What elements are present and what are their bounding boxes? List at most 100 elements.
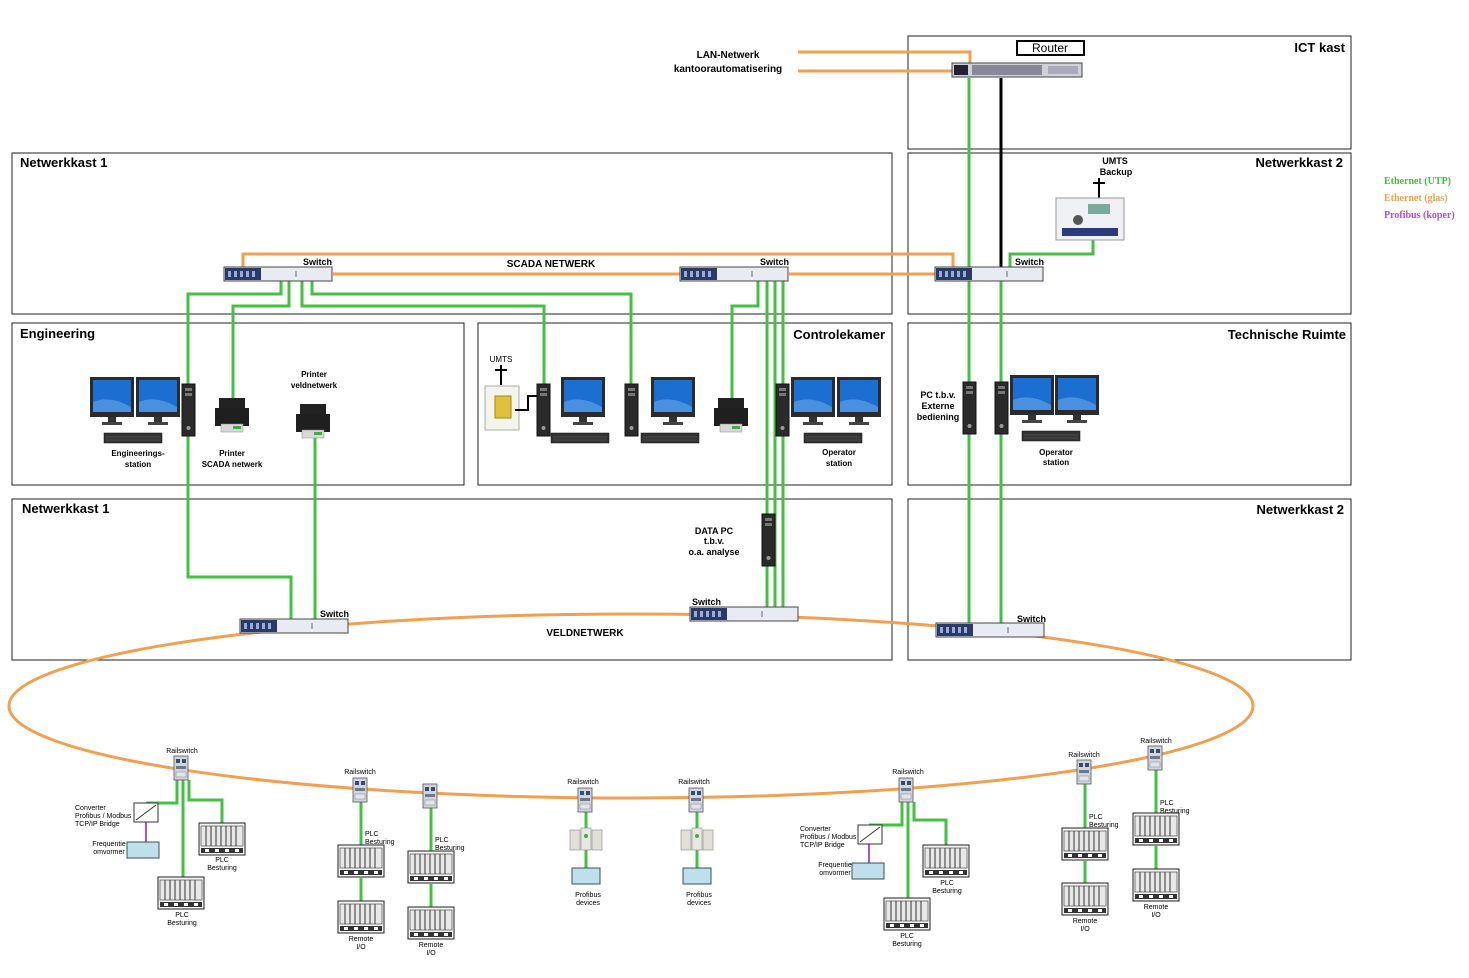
switch-label: Switch — [692, 597, 721, 607]
profibus-device-icon — [682, 867, 712, 885]
umts-backup-label-1: UMTS — [1102, 156, 1128, 166]
legend-utp: Ethernet (UTP) — [1384, 176, 1451, 187]
veldnetwerk-ring — [7, 612, 1255, 800]
plc-label-1: PLC — [365, 831, 379, 838]
eng-station-label-1: Engineerings- — [111, 449, 165, 458]
pc-tower-icon — [761, 513, 776, 567]
plc-label-2: Besturing — [365, 839, 395, 846]
plc-icon — [1061, 827, 1109, 861]
remote-io-icon — [407, 906, 455, 940]
technische-ruimte-title: Technische Ruimte — [1228, 327, 1346, 342]
pc-tower-icon — [181, 383, 196, 437]
converter-label-1: Converter — [800, 826, 831, 833]
printer-veld-label-1: Printer — [301, 370, 327, 379]
ict-box-title: ICT kast — [1294, 40, 1345, 55]
operator-label-2: station — [826, 459, 852, 468]
controlekamer-box — [477, 322, 893, 486]
railswitch-label: Railswitch — [1068, 752, 1100, 759]
keyboard-icon — [640, 432, 700, 444]
data-pc-label-2: t.b.v. — [704, 536, 724, 546]
plc-icon — [407, 850, 455, 884]
switch-veld-1 — [239, 618, 349, 634]
pc-ext-label-1: PC t.b.v. — [920, 390, 955, 400]
keyboard-icon — [550, 432, 610, 444]
switch-label: Switch — [1017, 614, 1046, 624]
monitor-icon — [651, 377, 695, 425]
switch-scada-1 — [223, 266, 333, 282]
profibus-device-icon — [680, 827, 714, 851]
data-pc-label-3: o.a. analyse — [688, 547, 739, 557]
railswitch-label: Railswitch — [678, 779, 710, 786]
plc-label-1: PLC — [1160, 800, 1174, 807]
freq-label-2: omvormer — [819, 870, 851, 877]
railswitch-icon — [352, 777, 368, 803]
operator-label-1: Operator — [1039, 448, 1073, 457]
converter-icon — [133, 802, 159, 823]
controlekamer-title: Controlekamer — [793, 327, 885, 342]
umts-backup-label-2: Backup — [1100, 167, 1133, 177]
lan-label-1: LAN-Netwerk — [697, 50, 760, 61]
profibus-dev-label-1: Profibus — [575, 892, 601, 899]
plc-label-1: PLC — [215, 857, 229, 864]
plc-icon — [1132, 812, 1180, 846]
remote-label-2: I/O — [356, 944, 366, 951]
keyboard-icon — [803, 432, 863, 444]
netwerkkast2-top-box — [907, 152, 1352, 315]
remote-label-1: Remote — [349, 936, 374, 943]
field-ethernet-links — [146, 770, 1158, 908]
plc-icon — [157, 876, 205, 910]
nk1-top-title: Netwerkkast 1 — [20, 155, 107, 170]
railswitch-icon — [422, 783, 438, 809]
printer-icon — [713, 397, 749, 433]
scada-network-label: SCADA NETWERK — [507, 259, 596, 270]
pc-tower-icon — [624, 383, 639, 437]
pc-tower-icon — [775, 383, 790, 437]
operator-label-1: Operator — [822, 448, 856, 457]
converter-label-3: TCP/IP Bridge — [800, 842, 845, 849]
plc-icon — [198, 822, 246, 856]
freq-label-1: Frequentie — [92, 841, 126, 848]
plc-label-2: Besturing — [207, 865, 237, 872]
railswitch-label: Railswitch — [567, 779, 599, 786]
remote-io-icon — [1132, 868, 1180, 902]
netwerkkast1-bottom-box — [11, 498, 893, 661]
railswitch-icon — [577, 787, 593, 813]
switch-label: Switch — [1015, 257, 1044, 267]
printer-icon — [214, 397, 250, 433]
switch-label: Switch — [320, 609, 349, 619]
freq-label-2: omvormer — [93, 849, 125, 856]
router-label-box — [1016, 40, 1085, 56]
remote-io-icon — [337, 900, 385, 934]
plc-label-2: Besturing — [892, 941, 922, 948]
engineering-box — [11, 322, 465, 486]
plc-label-1: PLC — [900, 933, 914, 940]
plc-label-1: PLC — [435, 837, 449, 844]
plc-label-1: PLC — [1089, 814, 1103, 821]
lan-label-2: kantoorautomatisering — [674, 64, 782, 75]
pc-tower-icon — [994, 381, 1009, 435]
nk2-top-title: Netwerkkast 2 — [1256, 155, 1343, 170]
frequency-converter-icon — [126, 841, 160, 859]
nk1-bottom-title: Netwerkkast 1 — [22, 501, 109, 516]
umts-link — [515, 395, 537, 411]
profibus-dev-label-2: devices — [576, 900, 600, 907]
remote-label-1: Remote — [1073, 918, 1098, 925]
plc-label-2: Besturing — [435, 845, 465, 852]
router-device — [951, 62, 1083, 78]
remote-label-1: Remote — [1144, 904, 1169, 911]
pc-tower-icon — [962, 381, 977, 435]
plc-icon — [337, 844, 385, 878]
switch-scada-2 — [679, 266, 789, 282]
railswitch-label: Railswitch — [892, 769, 924, 776]
railswitch-icon — [173, 755, 189, 781]
ethernet-links — [186, 78, 1095, 625]
plc-label-1: PLC — [175, 912, 189, 919]
router-label: Router — [1032, 41, 1068, 55]
converter-label-1: Converter — [75, 805, 106, 812]
profibus-links — [145, 822, 870, 864]
freq-label-1: Frequentie — [818, 862, 852, 869]
pc-ext-label-2: Externe — [921, 401, 954, 411]
railswitch-label: Railswitch — [166, 748, 198, 755]
